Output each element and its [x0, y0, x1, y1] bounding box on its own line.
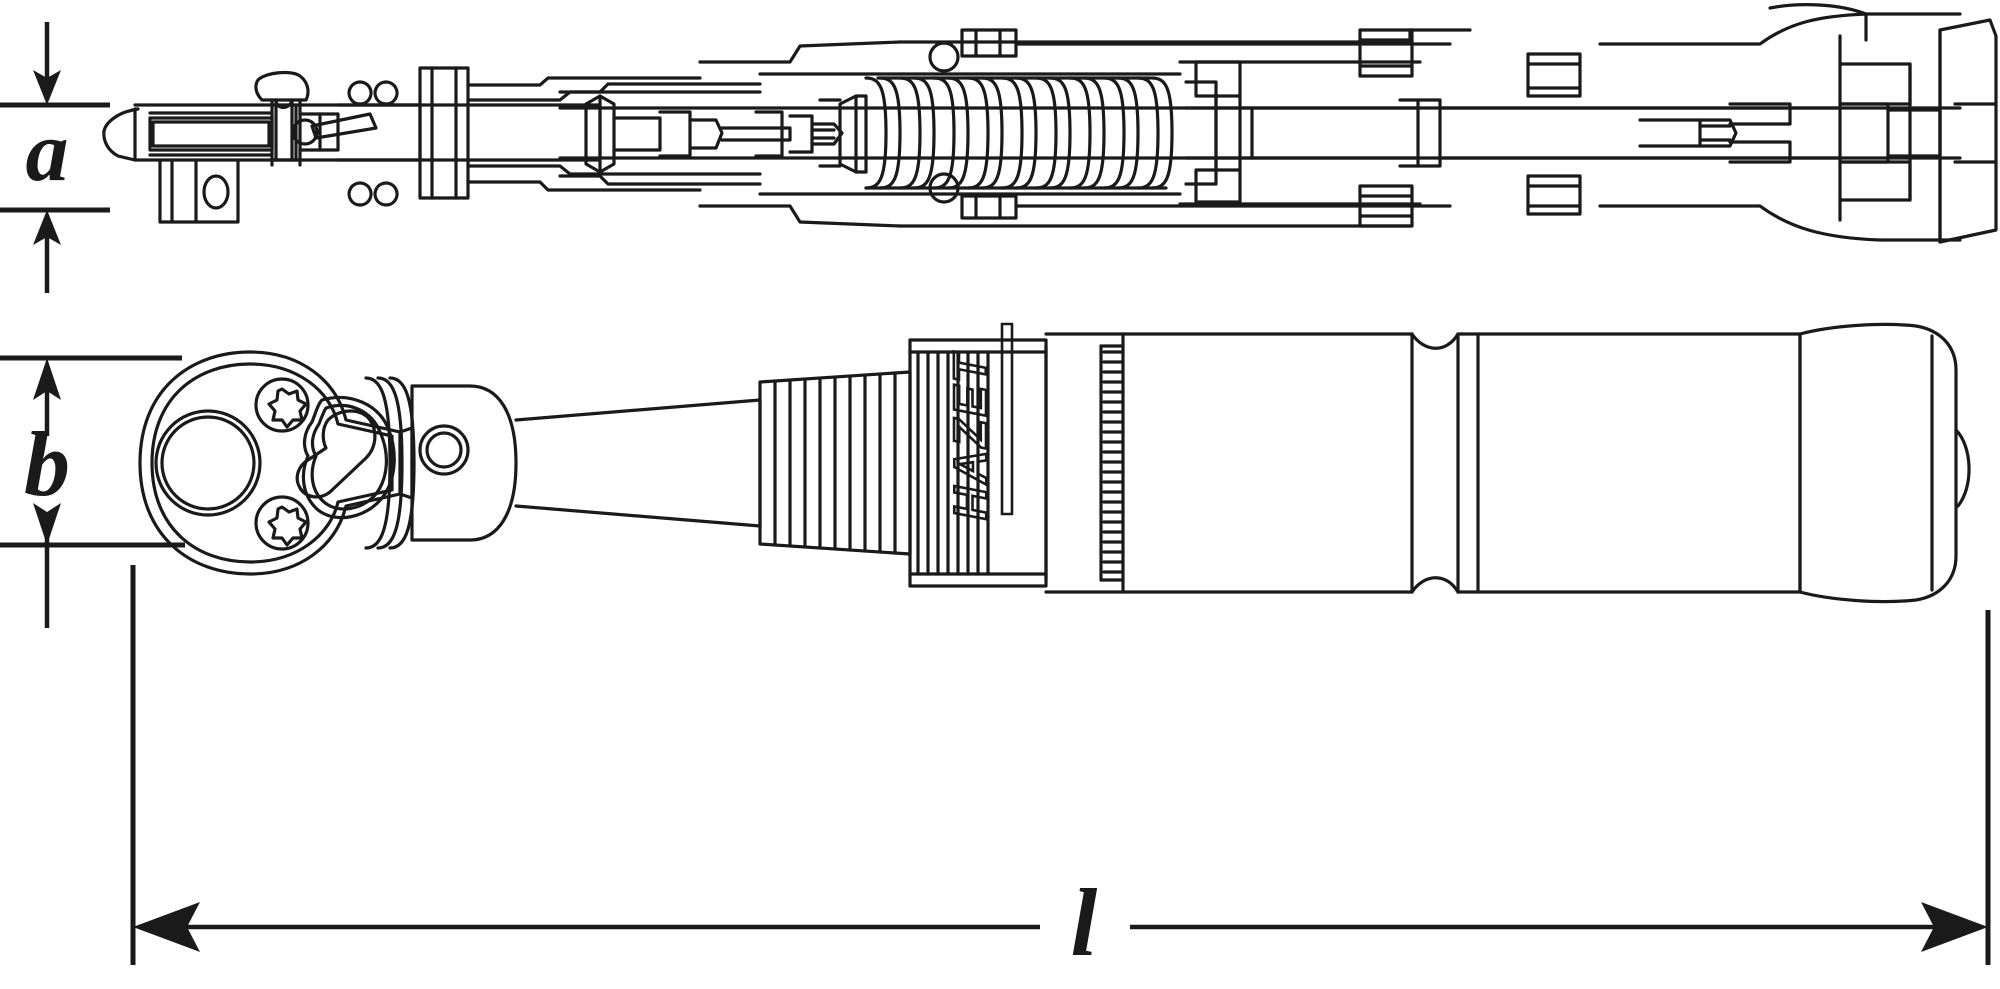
dimension-a-arrow-bottom — [33, 210, 61, 293]
dimension-a: a — [0, 22, 110, 293]
section-plunger-assembly — [584, 94, 844, 174]
dimension-a-label: a — [26, 103, 69, 199]
outline-neck — [364, 376, 762, 550]
hazet-underline-bar — [1000, 322, 1014, 516]
section-spring-seat-left — [818, 94, 868, 174]
section-pawl-assembly — [254, 70, 378, 167]
section-end-cap — [1438, 3, 1998, 244]
outline-handle — [1044, 332, 1802, 594]
lower-outline-view — [138, 322, 1971, 604]
section-shank — [336, 66, 762, 207]
section-right-mechanism — [1184, 28, 1582, 228]
dimension-b-label: b — [24, 413, 70, 515]
outline-adjusting-collar — [908, 338, 1048, 588]
outline-end-cap — [1798, 322, 1971, 604]
dimension-b-arrow-top — [33, 358, 61, 436]
dimension-l: l — [130, 565, 1991, 976]
hazet-brand-label: HAZET — [944, 351, 996, 520]
dimension-l-label: l — [1071, 869, 1098, 976]
dimension-a-arrow-top — [33, 22, 61, 105]
dimension-l-arrow-right — [1130, 902, 1988, 952]
dimension-b: b — [0, 355, 185, 628]
dimension-l-arrow-left — [133, 902, 1040, 952]
outline-ratchet-head — [138, 350, 402, 576]
dimension-b-arrow-bottom — [33, 503, 61, 628]
upper-cutaway-section-view — [102, 3, 1998, 244]
hazet-brand-mark: HAZET — [943, 322, 1014, 521]
section-coil-spring — [864, 76, 1174, 190]
